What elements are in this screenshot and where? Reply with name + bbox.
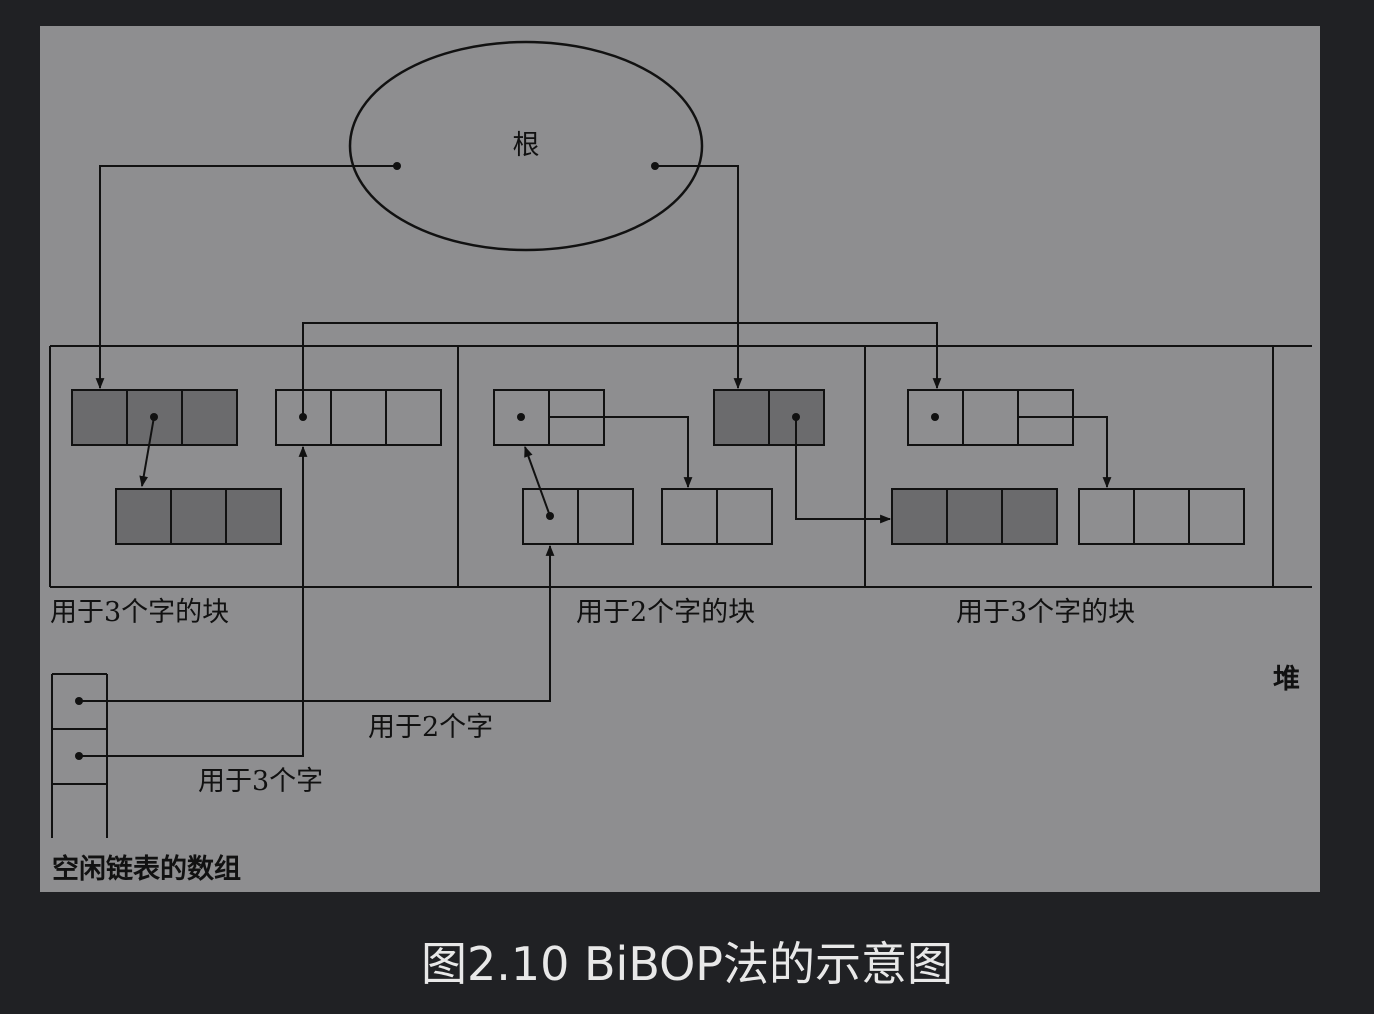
pointer-arrows bbox=[79, 165, 1112, 757]
root-ellipse bbox=[348, 40, 704, 252]
object-b1-bottom-filled bbox=[115, 488, 282, 545]
arrow-b1-free-to-b3 bbox=[302, 322, 942, 417]
figure-caption: 图2.10 BiBOP法的示意图 bbox=[420, 937, 954, 991]
arrow-b3-free-chain bbox=[1018, 416, 1112, 489]
arrow-freelist-3words bbox=[79, 445, 308, 757]
object-b2-free-bottom bbox=[522, 488, 634, 545]
free-list-label-2words: 用于2个字 bbox=[368, 712, 493, 743]
block-label-2: 用于2个字的块 bbox=[576, 597, 755, 628]
arrow-freelist-2words bbox=[79, 544, 555, 702]
free-array-label: 空闲链表的数组 bbox=[52, 853, 241, 885]
arrow-b2-bottom-to-top bbox=[524, 445, 551, 517]
block-label-3: 用于3个字的块 bbox=[956, 597, 1135, 628]
arrow-root-right bbox=[655, 165, 743, 390]
arrow-b2-filled-to-b3 bbox=[795, 417, 892, 524]
heap-label: 堆 bbox=[1273, 664, 1300, 695]
object-b2-free-bottom-right bbox=[661, 488, 773, 545]
block-label-1: 用于3个字的块 bbox=[50, 597, 229, 628]
object-b3-free-bottom bbox=[1078, 488, 1245, 545]
diagram-panel: 根 bbox=[40, 26, 1320, 892]
object-b3-filled bbox=[891, 488, 1058, 545]
arrow-b2-free-chain bbox=[549, 416, 693, 489]
heap-frame bbox=[49, 345, 1312, 588]
arrow-root-left bbox=[95, 165, 397, 390]
bibop-diagram: 根 bbox=[49, 40, 1312, 885]
root-label: 根 bbox=[513, 130, 540, 161]
arrow-b1-filled-inner bbox=[139, 416, 155, 488]
object-b2-filled bbox=[713, 389, 825, 446]
free-list-label-3words: 用于3个字 bbox=[198, 766, 323, 797]
